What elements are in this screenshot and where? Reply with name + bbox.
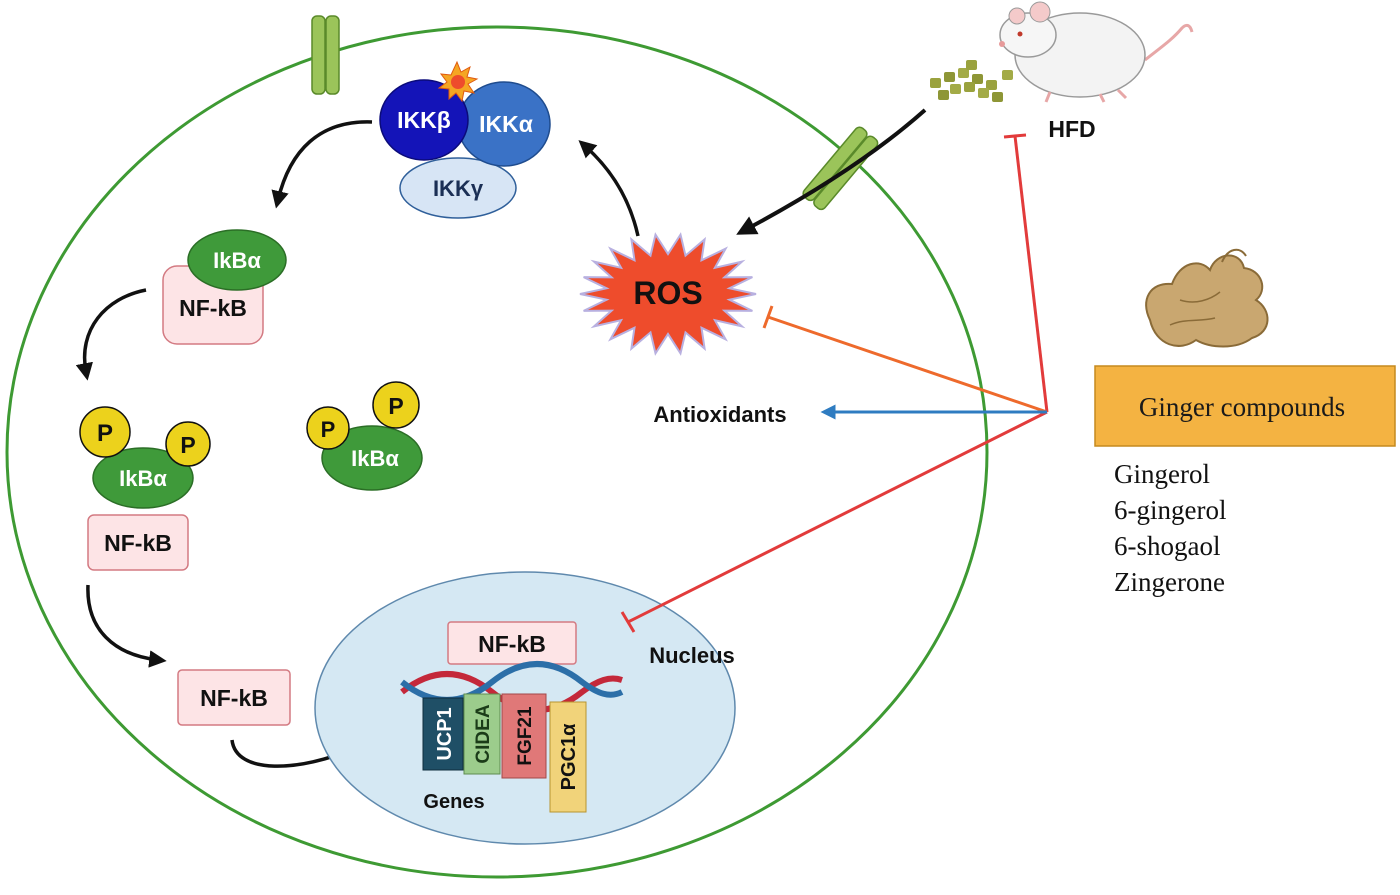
phospho-icon — [165, 421, 211, 467]
antioxidants-label: Antioxidants — [653, 402, 786, 427]
ikba-shape-2 — [92, 447, 194, 509]
compound-item: 6-gingerol — [1114, 495, 1227, 525]
svg-text:P: P — [388, 393, 403, 419]
compound-item: 6-shogaol — [1114, 531, 1221, 561]
svg-text:P: P — [180, 432, 195, 458]
ikk-beta-label: IKKβ — [397, 107, 451, 133]
svg-text:P: P — [97, 420, 113, 447]
ikk-gamma-label: IKKγ — [433, 176, 484, 201]
ikba-shape-3 — [321, 425, 423, 491]
compound-item: Gingerol — [1114, 459, 1210, 489]
ikba-label: IkBα — [213, 248, 261, 273]
membrane-channel-right — [802, 126, 879, 211]
inhibition-nucleus — [620, 410, 1048, 633]
nfkb-label-3: NF-kB — [200, 685, 268, 711]
svg-text:FGF21: FGF21 — [515, 706, 536, 766]
ginger-root-icon — [1145, 248, 1269, 348]
svg-text:UCP1: UCP1 — [434, 707, 456, 760]
ikba-nfkb-complex: NF-kB IkBα — [162, 229, 287, 345]
rat-icon — [999, 1, 1194, 103]
hfd-label: HFD — [1048, 116, 1095, 142]
inhibition-ros — [762, 305, 1048, 414]
nuclear-nfkb: NF-kB — [447, 621, 577, 665]
arrow-hfd-to-ros — [736, 108, 927, 235]
nucleus-label: Nucleus — [649, 643, 735, 668]
gene-ucp1 — [422, 697, 464, 771]
nfkb-box-4 — [447, 621, 577, 665]
phospho-icon — [306, 406, 350, 450]
free-phospho-ikba: IkBα P P — [306, 381, 423, 491]
arrow-to-phosphorylation — [75, 288, 147, 381]
compound-item: Zingerone — [1114, 567, 1225, 597]
nfkb-label-2: NF-kB — [104, 530, 172, 556]
phospho-ikba-nfkb-complex: NF-kB IkBα P P — [79, 406, 211, 571]
svg-text:CIDEA: CIDEA — [473, 704, 494, 763]
svg-text:PGC1α: PGC1α — [558, 723, 580, 790]
ikk-beta-shape — [379, 79, 469, 161]
membrane-channel-top — [311, 15, 340, 95]
phospho-icon — [79, 406, 131, 458]
food-pellets-icon — [930, 60, 1013, 102]
nfkb-label-4: NF-kB — [478, 631, 546, 657]
nfkb-label: NF-kB — [179, 295, 247, 321]
nfkb-box-2 — [87, 514, 189, 571]
ros-burst: ROS — [579, 232, 757, 356]
arrow-ikk-to-ikba — [271, 120, 373, 209]
ikba-shape — [187, 229, 287, 291]
gene-fgf21 — [501, 693, 547, 779]
cell-membrane — [5, 25, 989, 879]
free-nfkb: NF-kB — [177, 669, 291, 726]
phospho-icon — [372, 381, 420, 429]
ikk-complex: IKKγ IKKα IKKβ — [379, 60, 551, 219]
gene-cidea — [463, 693, 501, 775]
ikba-label-3: IkBα — [351, 446, 399, 471]
ikba-label-2: IkBα — [119, 466, 167, 491]
ikk-alpha-label: IKKα — [479, 111, 533, 137]
svg-text:P: P — [321, 417, 336, 442]
arrow-to-free-nfkb — [86, 584, 167, 668]
ginger-compounds-box: Ginger compounds — [1094, 365, 1396, 447]
ginger-compounds-label: Ginger compounds — [1139, 392, 1345, 422]
compound-list: Gingerol 6-gingerol 6-shogaol Zingerone — [1114, 456, 1226, 600]
nfkb-box-3 — [177, 669, 291, 726]
ros-burst-shape — [579, 232, 757, 356]
arrow-ros-to-ikk — [578, 140, 640, 237]
ikk-gamma-shape — [399, 157, 517, 219]
genes-label: Genes — [423, 791, 484, 813]
inhibition-hfd — [1003, 133, 1049, 413]
gene-pgc1a — [549, 701, 587, 813]
gene-boxes: UCP1 CIDEA FGF21 PGC1α — [422, 693, 587, 813]
ros-label: ROS — [633, 275, 702, 311]
